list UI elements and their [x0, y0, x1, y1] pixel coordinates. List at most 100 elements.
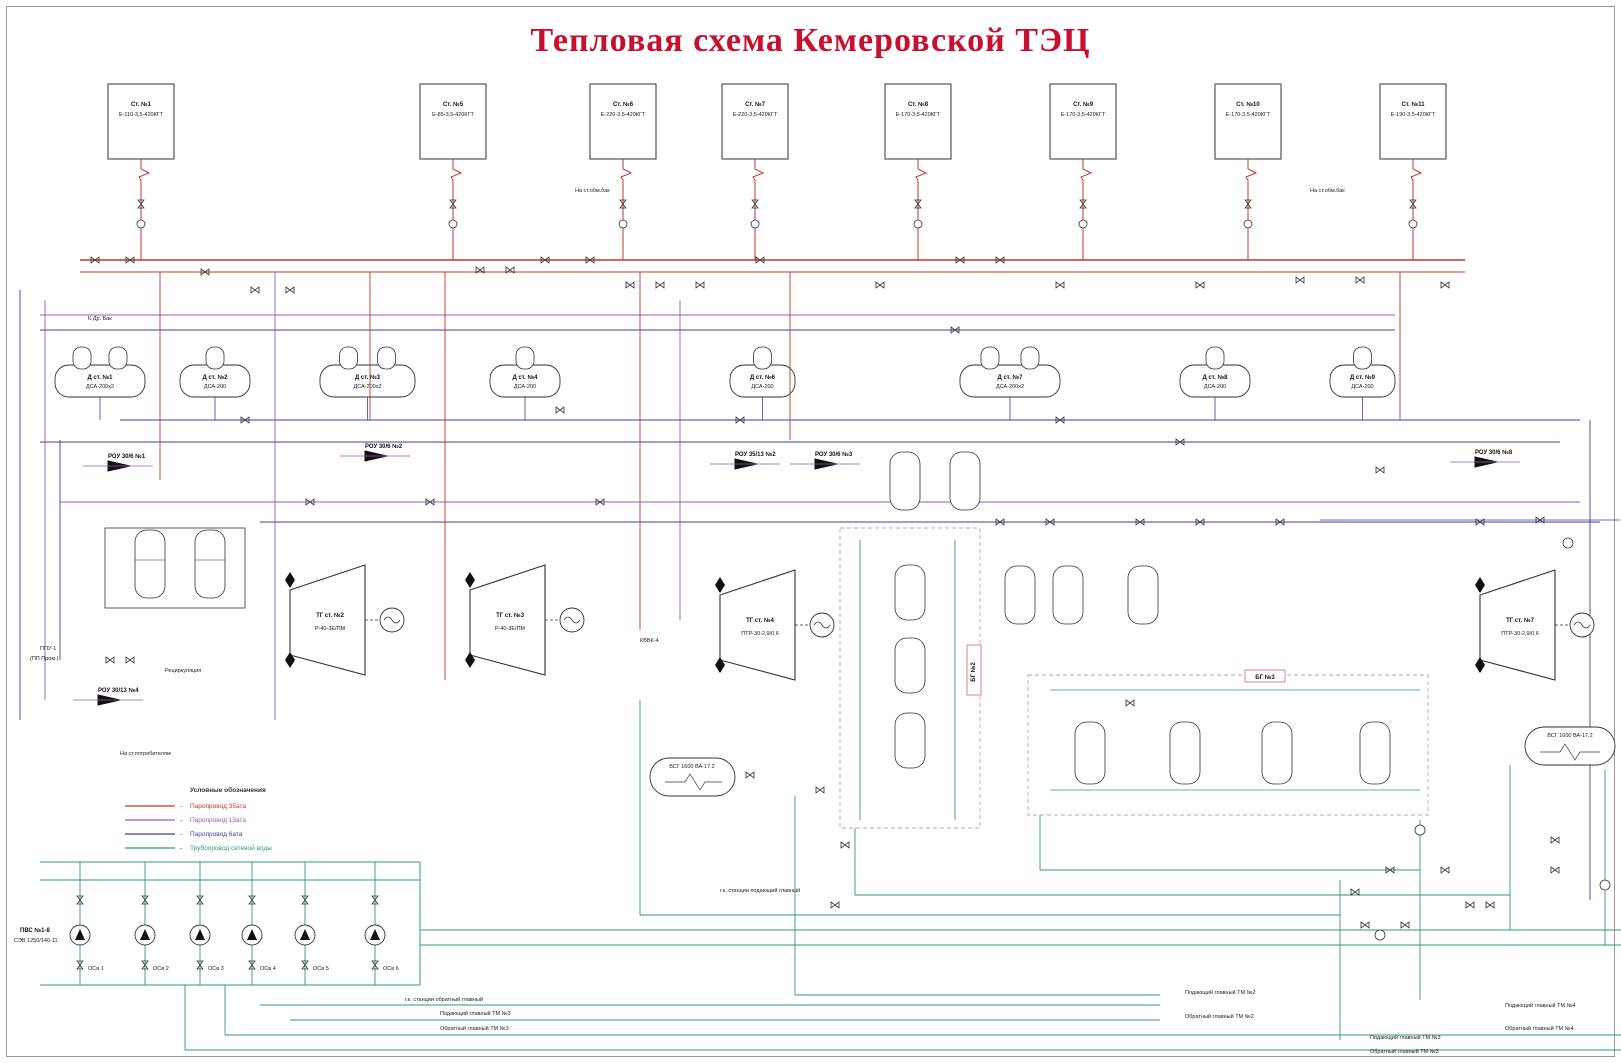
rou-label: РОУ 30/6 №1: [108, 453, 146, 460]
network-pump: ОСв 6: [364, 862, 399, 985]
pump-label: ОСв 1: [88, 966, 104, 972]
deaerator-model: ДСА-200: [514, 384, 536, 390]
boiler-2: Ст. №5 Е-85-3,5-420КГТ: [419, 83, 487, 160]
network-pump: ОСв 3: [189, 862, 224, 985]
pump-label: ОСв 2: [153, 966, 169, 972]
rou-label: РОУ 30/6 №2: [365, 443, 403, 450]
legend-item-label: Паропровод 6ата: [190, 831, 243, 838]
svg-text:-: -: [180, 831, 182, 838]
pump-main-label: ПВС №1-8: [20, 927, 50, 934]
bs3-group-label: БГ №3: [1255, 674, 1275, 681]
turbine-model: Р-40-3Е/ПМ: [315, 626, 346, 632]
deaerator-model: ДСА-200х2: [353, 384, 381, 390]
network-water-piping: [40, 700, 1621, 1051]
pump-label: ОСв 5: [313, 966, 329, 972]
boiler-model: Е-220-3,5-420КГТ: [601, 112, 646, 118]
boiler-model: Е-170-3,5-420КГТ: [1226, 112, 1271, 118]
legend: Условные обозначения -Паропровод 35ата-П…: [125, 786, 272, 852]
deaerator-5: Д ст. №6 ДСА-200: [729, 346, 796, 420]
rou-2: РОУ 30/6 №2: [340, 443, 410, 462]
outlet-ppu-note: (ПП Пром.): [30, 656, 59, 662]
boiler-model: Е-110-3,5-420КГТ: [119, 112, 164, 118]
network-pump: ОСв 2: [134, 862, 169, 985]
rou-4: РОУ 30/6 №3: [790, 451, 860, 470]
rou-label: РОУ 30/6 №3: [815, 451, 853, 458]
deaerator-name: Д ст. №7: [997, 374, 1023, 381]
boiler-drops: [136, 159, 1423, 260]
svg-text:-: -: [180, 803, 182, 810]
bsg-heater-left: ВСГ 1600 ВА-17.2: [649, 757, 736, 797]
rou-label: РОУ 30/13 №4: [98, 687, 139, 694]
deaerator-6: Д ст. №7 ДСА-200х2: [959, 346, 1061, 420]
pump-label: ОСв 3: [208, 966, 224, 972]
legend-item-label: Паропровод 13ата: [190, 817, 246, 824]
deaerator-model: ДСА-200: [751, 384, 773, 390]
deaerator-name: Д ст. №4: [512, 374, 538, 381]
deaerator-name: Д ст. №3: [355, 374, 381, 381]
outlets: Подающий главный ТМ №2 Обратный главный …: [30, 188, 1576, 1055]
network-pump: ОСв 5: [294, 862, 329, 985]
deaerator-name: Д ст. №2: [202, 374, 228, 381]
outlet-return-tk2: Обратный главный ТМ №2: [1185, 1013, 1254, 1020]
middle-vessels: [889, 451, 1159, 625]
bsg-right-label: ВСГ 1600 ВА-17.2: [1547, 733, 1592, 739]
deaerator-name: Д ст. №8: [1202, 374, 1228, 381]
rou-5: РОУ 30/13 №4: [73, 687, 143, 706]
deaerator-name: Д ст. №9: [1350, 374, 1376, 381]
hp-heaters-left: [104, 527, 246, 609]
bsg-heater-right: ВСГ 1600 ВА-17.2: [1524, 726, 1616, 766]
legend-item-label: Паропровод 35ата: [190, 803, 246, 810]
deaerator-model: ДСА-200: [1351, 384, 1373, 390]
boiler-name: Ст. №6: [613, 101, 634, 108]
to-consumers: На ст.потребителям: [120, 751, 171, 757]
outlet-supply-tk2: Подающий главный ТМ №2: [1185, 989, 1256, 996]
outlet-station-return: г.к. станции обратный главный: [405, 996, 483, 1003]
boiler-name: Ст. №11: [1401, 101, 1425, 108]
deaerator-name: Д ст. №1: [87, 374, 113, 381]
deaerator-model: ДСА-200х2: [86, 384, 114, 390]
deaerator-name: Д ст. №6: [750, 374, 776, 381]
boiler-model: Е-220-3,5-420КГТ: [733, 112, 778, 118]
rou-3: РОУ 35/13 №2: [710, 451, 780, 470]
network-heaters-bs3: БГ №3: [1027, 669, 1429, 816]
rou-1: РОУ 30/6 №1: [83, 453, 153, 472]
boiler-model: Е-170-3,5-420КГТ: [896, 112, 941, 118]
svg-text:-: -: [180, 817, 182, 824]
outlet-supply-tk3: Подающий главный ТМ №3: [1370, 1034, 1441, 1041]
turbine-name: ТГ ст. №4: [746, 617, 775, 624]
rou-label: РОУ 30/6 №8: [1475, 449, 1513, 456]
turbine-name: ТГ ст. №3: [496, 612, 525, 619]
outlet-tk3-ret-mid: Обратный главный ТМ №3: [440, 1025, 509, 1032]
page-title: Тепловая схема Кемеровской ТЭЦ: [530, 22, 1091, 59]
boiler-name: Ст. №5: [443, 101, 464, 108]
outlet-to-station: г.к. станции подающий главный: [720, 887, 800, 894]
boiler-name: Ст. №7: [745, 101, 766, 108]
boiler-name: Ст. №8: [908, 101, 929, 108]
rou-6: РОУ 30/6 №8: [1450, 449, 1520, 468]
pump-label: ОСв 4: [260, 966, 276, 972]
boiler-model: Е-170-3,5-420КГТ: [1061, 112, 1106, 118]
boiler-model: Е-85-3,5-420КГТ: [432, 112, 474, 118]
note-top-1: На ст.обм.бак: [575, 188, 610, 194]
boiler-3: Ст. №6 Е-220-3,5-420КГТ: [589, 83, 657, 160]
boiler-5: Ст. №8 Е-170-3,5-420КГТ: [884, 83, 952, 160]
boiler-model: Е-190-3,5-420КГТ: [1391, 112, 1436, 118]
deaerator-4: Д ст. №4 ДСА-200: [489, 346, 561, 420]
deaerator-model: ДСА-200х2: [996, 384, 1024, 390]
main-steam-header: [40, 259, 1600, 523]
note-top-2: На ст.обм.бак: [1310, 188, 1345, 194]
outlet-kvk: КВВК-4: [640, 638, 659, 644]
outlet-return-tk3: Обратный главный ТМ №3: [1370, 1048, 1439, 1055]
outlet-return-tk4: Обратный главный ТМ №4: [1505, 1025, 1574, 1032]
deaerator-8: Д ст. №9 ДСА-200: [1329, 346, 1396, 420]
outlet-ppu: ППУ-1: [40, 646, 56, 652]
legend-item-label: Трубопровод сетевой воды: [190, 844, 272, 852]
